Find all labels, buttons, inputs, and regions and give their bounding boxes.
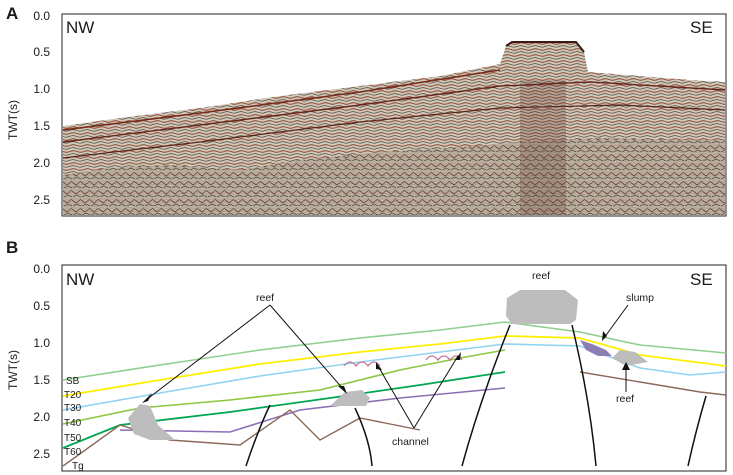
- reef-mid-body: [330, 390, 370, 406]
- channel-arrow-1: [377, 365, 415, 429]
- slump-arrow: [603, 304, 629, 339]
- seismic-reef-top: [505, 41, 585, 53]
- fault-line: [571, 324, 597, 467]
- reef-right-body: [612, 350, 648, 366]
- panel-b-tick: 1.5: [33, 373, 50, 387]
- horizon-label-t20: T20: [64, 390, 82, 401]
- horizon-label-sb: SB: [66, 376, 80, 387]
- arrow-head: [142, 393, 152, 403]
- panel-a-tick: 2.5: [33, 193, 50, 207]
- seismic-chaotic-zone: [63, 138, 725, 215]
- horizon-label-tg: Tg: [72, 461, 84, 472]
- panel-a-tick: 1.0: [33, 82, 50, 96]
- panel-b-dir-left: NW: [66, 270, 95, 289]
- horizon-label-t40: T40: [64, 418, 82, 429]
- horizon-t60: [119, 387, 506, 433]
- seismic-reflector-1: [62, 69, 501, 131]
- panel-b-tick: 1.0: [33, 336, 50, 350]
- panel-b-dir-right: SE: [690, 270, 713, 289]
- arrow-heads: [142, 331, 630, 403]
- annotation-reef-top: reef: [532, 270, 551, 282]
- annotation-reef-right: reef: [616, 393, 635, 405]
- seismic-reef-column: [520, 80, 566, 215]
- annotation-arrows: [145, 304, 629, 429]
- reef-arrow-left: [145, 304, 271, 401]
- seismic-reflector-3: [62, 104, 726, 159]
- horizon-t50: [62, 371, 506, 449]
- panel-b-tick: 2.5: [33, 447, 50, 461]
- fault-line: [461, 324, 511, 467]
- horizon-tg: [62, 371, 727, 467]
- panel-a-tick: 2.0: [33, 156, 50, 170]
- reef-top-body: [506, 290, 578, 324]
- panel-a-dir-right: SE: [690, 18, 713, 37]
- horizon-label-t50: T50: [64, 433, 82, 444]
- panel-b-tick: 2.0: [33, 410, 50, 424]
- horizon-sb: [62, 321, 727, 381]
- fault-line: [687, 395, 707, 467]
- panel-b-frame: [61, 264, 727, 472]
- arrow-head: [455, 352, 461, 360]
- arrow-head: [622, 362, 630, 370]
- annotation-reef-left: reef: [256, 292, 275, 304]
- channel-shape: [343, 361, 381, 368]
- fault-line: [245, 404, 271, 467]
- annotation-channel: channel: [392, 436, 429, 448]
- horizon-t30: [62, 343, 727, 411]
- arrow-head: [602, 331, 607, 341]
- panel-b-letter: B: [6, 238, 19, 257]
- panel-b-tick: 0.0: [33, 262, 50, 276]
- panel-b-tick: 0.5: [33, 299, 50, 313]
- panel-a-dir-left: NW: [66, 18, 95, 37]
- panel-b-ylabel: TWT(s): [6, 350, 20, 390]
- panel-a-tick: 0.0: [33, 9, 50, 23]
- horizon-t20: [62, 335, 727, 397]
- horizon-label-t30: T30: [64, 403, 82, 414]
- seismic-reflector-2: [62, 81, 726, 143]
- panel-a-letter: A: [6, 4, 19, 23]
- reef-arrow-mid: [269, 304, 345, 391]
- panel-a-tick: 0.5: [33, 45, 50, 59]
- channel-shape: [425, 355, 463, 362]
- fault-line: [354, 407, 373, 467]
- annotation-slump: slump: [626, 292, 655, 304]
- panel-a-tick: 1.5: [33, 119, 50, 133]
- arrow-head: [338, 386, 347, 394]
- arrow-head: [376, 362, 382, 370]
- reef-left-body: [128, 404, 175, 440]
- slump-body: [580, 340, 612, 356]
- channel-arrow-2: [413, 355, 459, 429]
- horizon-label-t60: T60: [64, 447, 82, 458]
